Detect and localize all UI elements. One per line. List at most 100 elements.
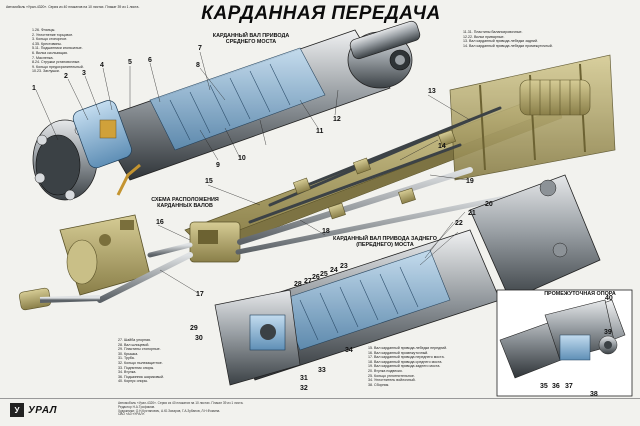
part-number-16: 16 <box>156 219 164 226</box>
legend-item: 6. Вилка скользящая. <box>32 50 68 55</box>
footer-line: Художники: О.Н.Кустанович, А.Ю.Захаров, … <box>118 408 221 413</box>
legend-item: 25. Кольцо уплотнительное. <box>368 373 415 378</box>
legend-item: 40. Корпус опоры. <box>118 379 149 384</box>
part-number-35: 35 <box>540 383 548 390</box>
part-number-30: 30 <box>195 335 203 342</box>
ural-logo-mark: У <box>10 403 24 417</box>
part-number-15: 15 <box>205 178 213 185</box>
legend-item: 8.24. Стружки установочные. <box>32 60 81 65</box>
part-number-38: 38 <box>590 391 598 398</box>
part-number-11: 11 <box>316 128 324 135</box>
legend-item: 31. Труба. <box>118 356 135 361</box>
legend-item: 27. Шайба упорная. <box>118 338 151 342</box>
legend-item: 9. Кольцо предохранительный. <box>32 64 84 69</box>
ural-logo: У УРАЛ <box>10 403 57 417</box>
part-number-12: 12 <box>333 116 341 123</box>
legend-item: 15. Вал карданный привода лебедки передн… <box>368 346 448 350</box>
caption-shaft-scheme: СХЕМА РАСПОЛОЖЕНИЯ КАРДАННЫХ ВАЛОВ <box>151 197 219 209</box>
part-number-14: 14 <box>438 143 446 150</box>
legend-item: 30. Крышка. <box>118 351 139 356</box>
part-number-3: 3 <box>82 70 86 77</box>
part-number-37: 37 <box>565 383 573 390</box>
part-number-29: 29 <box>190 325 198 332</box>
part-number-33: 33 <box>318 367 326 374</box>
part-number-25: 25 <box>320 271 328 278</box>
caption-middle-shaft: КАРДАННЫЙ ВАЛ ПРИВОДА СРЕДНЕГО МОСТА <box>212 33 290 45</box>
legend-item: 4.35. Крестовины. <box>32 41 62 46</box>
part-number-17: 17 <box>196 291 204 298</box>
part-number-20: 20 <box>485 201 493 208</box>
legend-item: 11.31. Пластины балансировочные. <box>463 30 523 34</box>
legend-item: 34. Уплотнитель войлочный. <box>368 378 416 383</box>
legend-item: 19. Вал карданный привода заднего моста. <box>368 364 441 369</box>
footer-divider <box>0 398 640 399</box>
legend-item: 28. Вал шлицевой. <box>118 342 150 347</box>
part-number-23: 23 <box>340 263 348 270</box>
part-number-9: 9 <box>216 162 220 169</box>
part-number-28: 28 <box>294 281 302 288</box>
poster-header-note: Автомобиль «Урал-4320». Серия из 40 плак… <box>6 5 196 9</box>
caption-rear-shaft: КАРДАННЫЙ ВАЛ ПРИВОДА ЗАДНЕГО (ПЕРЕДНЕГО… <box>333 236 437 248</box>
footer-line: Автомобиль «Урал-4320». Серия из 40 плак… <box>118 401 244 405</box>
part-number-27: 27 <box>304 278 312 285</box>
poster-title: КАРДАННАЯ ПЕРЕДАЧА <box>201 3 441 24</box>
footer-line: ОАО «АЗ «УРАЛ». <box>118 412 146 417</box>
poster-footer-credits: Автомобиль «Урал-4320». Серия из 40 плак… <box>118 401 418 417</box>
part-number-10: 10 <box>238 155 246 162</box>
legend-bottom-left: 27. Шайба упорная. 28. Вал шлицевой. 29.… <box>118 338 164 384</box>
legend-item: 34. Втулка. <box>118 370 137 375</box>
part-number-callouts <box>35 51 471 294</box>
part-number-22: 22 <box>455 220 463 227</box>
part-number-21: 21 <box>468 210 476 217</box>
truck-frame <box>184 54 616 257</box>
legend-item: 20. Втулка подвески. <box>368 368 403 373</box>
legend-item: 10.23. Заглушки. <box>32 69 60 74</box>
part-number-13: 13 <box>428 88 436 95</box>
part-number-19: 19 <box>466 178 474 185</box>
part-number-31: 31 <box>300 375 308 382</box>
part-number-5: 5 <box>128 59 132 66</box>
part-number-26: 26 <box>312 274 320 281</box>
ural-logo-text: УРАЛ <box>28 404 58 416</box>
legend-top-right: 11.31. Пластины балансировочные. 12.22. … <box>463 30 553 48</box>
part-number-18: 18 <box>322 228 330 235</box>
legend-item: 38. Сборник. <box>368 382 390 387</box>
part-number-34: 34 <box>345 347 353 354</box>
legend-item: 17. Вал карданный привода переднего мост… <box>368 355 445 360</box>
legend-item: 33. Подпятник опоры. <box>118 365 155 370</box>
part-number-24: 24 <box>330 267 338 274</box>
intermediate-support-inset <box>496 289 633 397</box>
part-number-32: 32 <box>300 385 308 392</box>
legend-top-left: 1.26. Фланцы. 2. Уплотнение торцовое. 3.… <box>32 28 84 74</box>
part-number-1: 1 <box>32 85 36 92</box>
legend-item: 16. Вал карданный промежуточный. <box>368 350 429 355</box>
legend-item: 36. Подшипник шариковый. <box>118 374 164 379</box>
legend-item: 7. Масленка. <box>32 55 54 60</box>
legend-item: 1.26. Фланцы. <box>32 28 56 32</box>
legend-item: 5.11. Подшипники игольчатые. <box>32 46 83 51</box>
rear-axle-shaft <box>214 174 601 386</box>
part-number-6: 6 <box>148 57 152 64</box>
part-number-36: 36 <box>552 383 560 390</box>
legend-item: 2. Уплотнение торцовое. <box>32 32 74 37</box>
legend-item: 29. Пластины стопорные. <box>118 347 161 352</box>
footer-line: Редактор Н.А.Трофимов. <box>118 404 156 409</box>
part-number-8: 8 <box>196 62 200 69</box>
legend-item: 14. Вал карданный привода лебедки промеж… <box>463 43 553 48</box>
legend-item: 18. Вал карданный привода среднего моста… <box>368 359 443 364</box>
part-number-40: 40 <box>605 295 613 302</box>
legend-item: 32. Кольцо пылезащитное. <box>118 360 163 365</box>
caption-intermediate-support: ПРОМЕЖУТОЧНАЯ ОПОРА <box>544 291 616 297</box>
legend-bottom-right: 15. Вал карданный привода лебедки передн… <box>368 346 447 387</box>
legend-item: 3. Кольцо стопорное. <box>32 37 68 42</box>
part-number-7: 7 <box>198 45 202 52</box>
legend-item: 13. Вал карданный привода лебедки задний… <box>463 39 538 44</box>
part-number-2: 2 <box>64 73 68 80</box>
header-line: Автомобиль «Урал-4320». Серия из 40 плак… <box>6 5 140 9</box>
shaft-scheme <box>18 129 523 311</box>
part-number-4: 4 <box>100 62 104 69</box>
legend-item: 12.22. Вилки приварные. <box>463 34 505 39</box>
middle-axle-shaft <box>94 20 421 181</box>
